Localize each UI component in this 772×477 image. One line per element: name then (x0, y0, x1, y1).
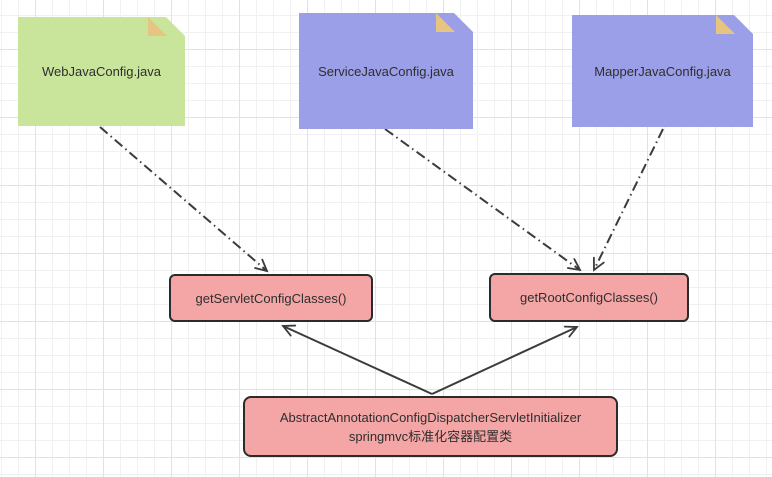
initializer-description: springmvc标准化容器配置类 (348, 428, 513, 444)
note-web-java-config-label: WebJavaConfig.java (42, 64, 161, 79)
note-mapper-java-config-label: MapperJavaConfig.java (594, 63, 731, 79)
edge-initializer-to-root-config-classes (431, 325, 579, 395)
note-service-java-config-label: ServiceJavaConfig.java (318, 63, 454, 79)
box-get-servlet-config-classes: getServletConfigClasses() (169, 274, 373, 322)
box-get-servlet-config-classes-label: getServletConfigClasses() (195, 290, 347, 306)
initializer-class-name: AbstractAnnotationConfigDispatcherServle… (279, 409, 582, 425)
edge-web-config-to-servlet-config-classes (99, 126, 269, 273)
edge-service-config-to-root-config-classes (384, 128, 582, 272)
box-get-root-config-classes: getRootConfigClasses() (489, 273, 689, 322)
note-service-java-config: ServiceJavaConfig.java (299, 13, 473, 129)
box-get-root-config-classes-label: getRootConfigClasses() (519, 290, 658, 305)
edge-mapper-config-to-root-config-classes (592, 128, 664, 272)
edge-initializer-to-servlet-config-classes (281, 324, 433, 395)
box-dispatcher-servlet-initializer: AbstractAnnotationConfigDispatcherServle… (243, 396, 618, 457)
